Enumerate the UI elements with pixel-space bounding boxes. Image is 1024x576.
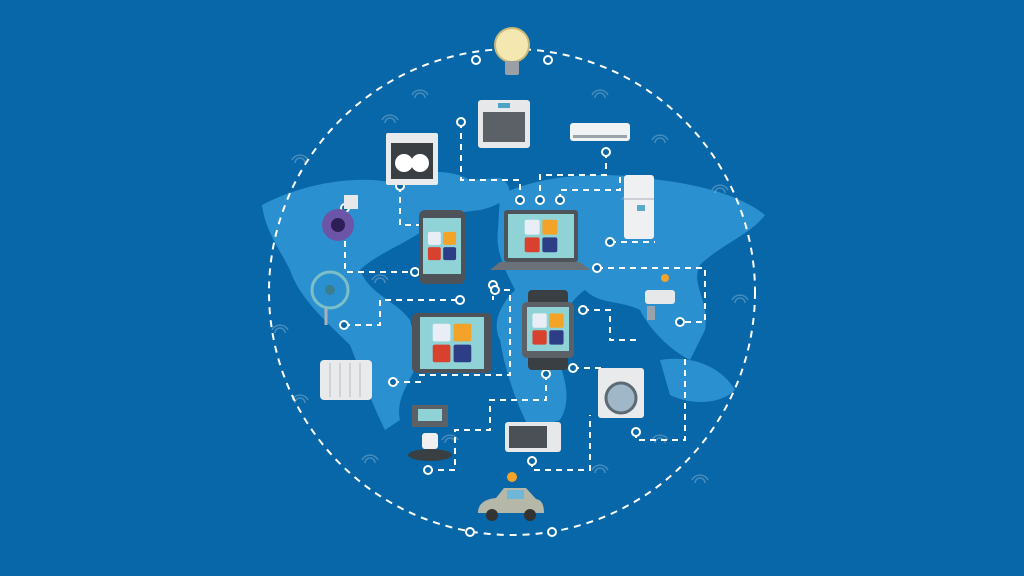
- light-bulb-icon[interactable]: [494, 27, 530, 75]
- connector-node: [675, 317, 685, 327]
- wifi-icon: [291, 154, 309, 164]
- connector-node: [515, 195, 525, 205]
- transfer-arrows-icon: [542, 237, 558, 253]
- wifi-icon: [453, 323, 472, 342]
- fridge-icon[interactable]: [624, 175, 654, 239]
- wifi-icon: [361, 454, 379, 464]
- wifi-icon: [381, 114, 399, 124]
- fan-icon[interactable]: [310, 270, 350, 325]
- connector-node: [555, 195, 565, 205]
- smartphone-icon[interactable]: [419, 210, 465, 284]
- wifi-icon: [711, 184, 729, 194]
- webcam-icon[interactable]: [322, 195, 358, 241]
- wifi-icon: [731, 294, 749, 304]
- connector-node: [527, 456, 537, 466]
- wifi-icon: [542, 219, 558, 235]
- wifi-icon: [371, 274, 389, 284]
- washing-machine-icon[interactable]: [598, 368, 644, 418]
- microwave-icon[interactable]: [505, 422, 561, 452]
- power-icon: [432, 344, 451, 363]
- wifi-icon: [651, 434, 669, 444]
- connector-node: [601, 147, 611, 157]
- transfer-arrows-icon: [549, 330, 564, 345]
- settings-hex-icon: [524, 219, 540, 235]
- smartwatch-icon[interactable]: [522, 290, 574, 370]
- connector-node: [541, 369, 551, 379]
- connector-node: [568, 363, 578, 373]
- wifi-icon: [271, 324, 289, 334]
- settings-hex-icon: [427, 231, 441, 245]
- app-icon-grids: [427, 219, 564, 363]
- oven-icon[interactable]: [478, 100, 530, 148]
- power-icon: [524, 237, 540, 253]
- connector-node: [339, 320, 349, 330]
- wifi-icon: [443, 231, 457, 245]
- radiator-icon[interactable]: [320, 360, 372, 400]
- connector-node: [471, 55, 481, 65]
- wifi-icon: [591, 464, 609, 474]
- wifi-icon: [549, 313, 564, 328]
- connector-nodes: [339, 55, 685, 537]
- settings-hex-icon: [532, 313, 547, 328]
- connector-node: [535, 195, 545, 205]
- power-icon: [427, 247, 441, 261]
- connector-node: [455, 295, 465, 305]
- coffee-machine-icon[interactable]: [408, 405, 452, 461]
- car-icon[interactable]: [478, 472, 544, 521]
- transfer-arrows-icon: [453, 344, 472, 363]
- connector-node: [592, 263, 602, 273]
- wifi-icon: [691, 474, 709, 484]
- faint-wifi-pattern: [271, 89, 749, 484]
- wifi-icon: [651, 134, 669, 144]
- connector-node: [456, 117, 466, 127]
- transfer-arrows-icon: [443, 247, 457, 261]
- laptop-icon[interactable]: [490, 210, 590, 270]
- connector-node: [388, 377, 398, 387]
- settings-hex-icon: [432, 323, 451, 342]
- connector-node: [605, 237, 615, 247]
- connectors: [344, 122, 706, 471]
- power-icon: [532, 330, 547, 345]
- connector-node: [543, 55, 553, 65]
- tablet-icon[interactable]: [412, 313, 492, 373]
- connector-node: [631, 427, 641, 437]
- connector-node: [578, 305, 588, 315]
- security-camera-icon[interactable]: [645, 274, 675, 320]
- wifi-icon: [411, 89, 429, 99]
- connector-node: [423, 465, 433, 475]
- connector-node: [465, 527, 475, 537]
- dishwasher-icon[interactable]: [386, 133, 438, 185]
- connector-node: [410, 267, 420, 277]
- air-conditioner-icon[interactable]: [570, 123, 630, 141]
- wifi-icon: [591, 89, 609, 99]
- connector-node: [547, 527, 557, 537]
- connector-node: [490, 285, 500, 295]
